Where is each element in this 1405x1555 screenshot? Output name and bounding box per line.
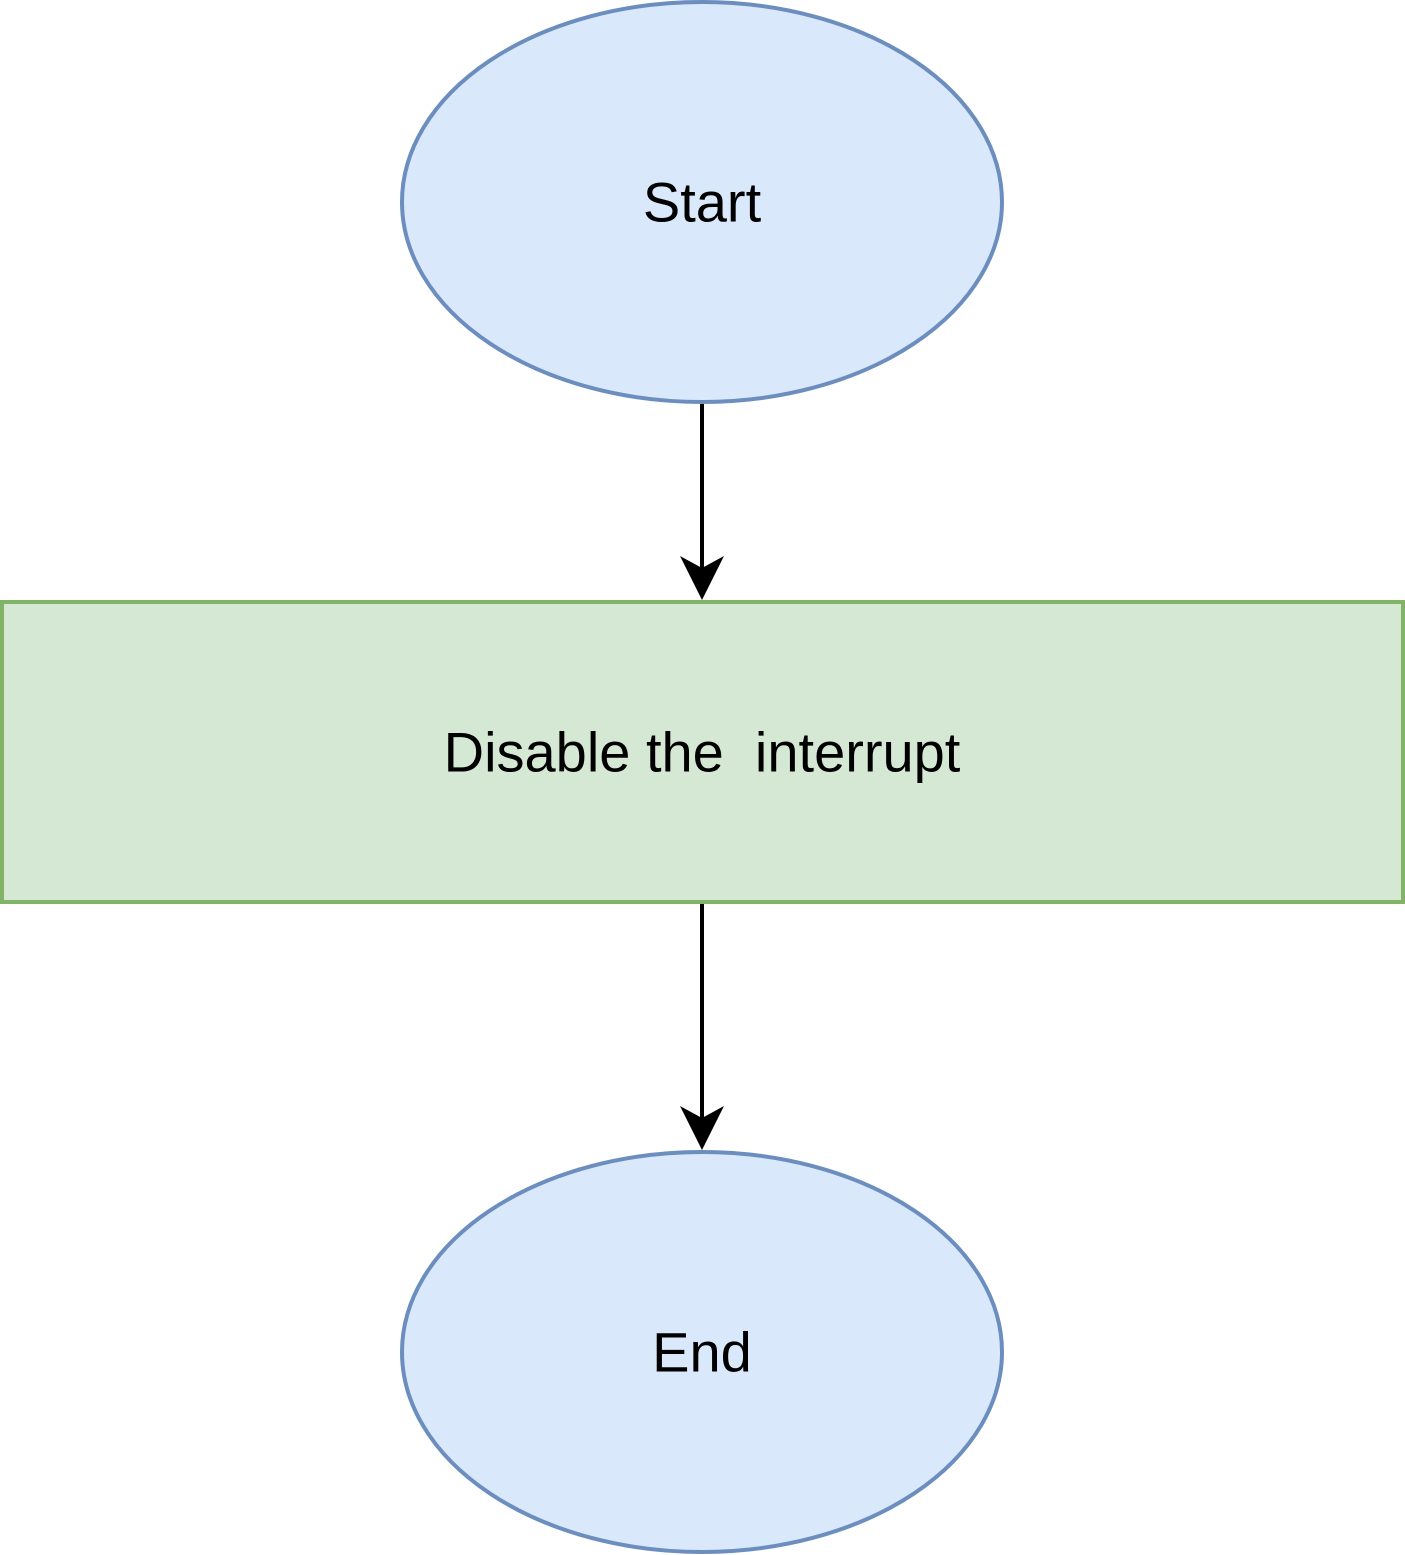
- start-node[interactable]: Start: [400, 0, 1004, 404]
- process-rect: [0, 600, 1405, 904]
- arrow-start-to-process: [680, 404, 724, 600]
- end-label: End: [652, 1321, 752, 1384]
- process-node[interactable]: Disable the interrupt: [0, 600, 1405, 904]
- process-label: Disable the interrupt: [444, 721, 961, 784]
- arrow-process-to-end: [680, 904, 724, 1150]
- arrow-head-icon: [680, 1106, 724, 1150]
- end-ellipse: [400, 1150, 1004, 1554]
- start-label: Start: [643, 171, 762, 234]
- end-node[interactable]: End: [400, 1150, 1004, 1554]
- arrow-head-icon: [680, 556, 724, 600]
- start-ellipse: [400, 0, 1004, 404]
